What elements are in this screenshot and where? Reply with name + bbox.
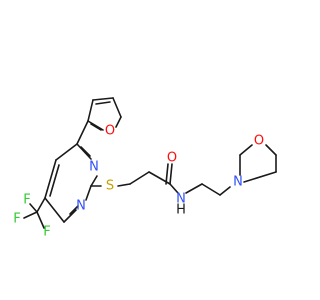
- bond: [29, 203, 38, 213]
- atom-sulfur: S: [106, 179, 114, 194]
- bond: [85, 185, 92, 201]
- molecule-structure-diagram: O N N S O N H N O F F F: [13, 97, 277, 240]
- bond: [90, 123, 102, 131]
- bond: [80, 146, 91, 157]
- bond: [44, 197, 65, 223]
- bond: [87, 120, 104, 131]
- bond: [76, 143, 92, 160]
- bond: [185, 183, 203, 194]
- bond: [115, 116, 122, 128]
- bond: [169, 183, 179, 194]
- bond: [243, 171, 277, 183]
- atom-fluorine-bottom: F: [43, 225, 50, 240]
- bond: [90, 175, 98, 187]
- bond: [23, 211, 38, 219]
- atom-oxygen-carbonyl: O: [167, 151, 177, 166]
- bond: [219, 186, 231, 196]
- bond: [36, 197, 46, 213]
- bond: [165, 163, 169, 185]
- bond: [129, 171, 150, 185]
- bond: [76, 120, 89, 145]
- atom-fluorine-top: F: [23, 193, 30, 208]
- atom-oxygen-furan: O: [105, 124, 115, 139]
- bond: [112, 97, 122, 118]
- atom-nitrogen-pyrimidine-bottom: N: [76, 199, 86, 214]
- bond: [55, 143, 78, 161]
- bond: [69, 205, 79, 215]
- bond: [95, 101, 111, 105]
- bond: [169, 163, 173, 185]
- atom-fluorine-left: F: [13, 212, 20, 227]
- bond: [63, 209, 77, 223]
- atom-hydrogen-amide: H: [176, 203, 186, 218]
- atom-nitrogen-morpholine: N: [233, 175, 243, 190]
- bond: [87, 99, 94, 122]
- bond: [92, 97, 114, 101]
- bond: [49, 164, 60, 197]
- bond: [44, 159, 57, 199]
- atom-labels: O N N S O N H N O F F F: [13, 124, 264, 240]
- bond-lines: [23, 97, 277, 229]
- bond: [239, 144, 253, 156]
- atom-oxygen-morpholine: O: [254, 134, 264, 149]
- bond: [201, 183, 221, 196]
- bond: [265, 144, 277, 156]
- bond: [117, 183, 131, 187]
- atom-nitrogen-amide: N: [176, 192, 186, 207]
- bond: [36, 211, 45, 229]
- atom-nitrogen-pyrimidine-top: N: [89, 160, 99, 175]
